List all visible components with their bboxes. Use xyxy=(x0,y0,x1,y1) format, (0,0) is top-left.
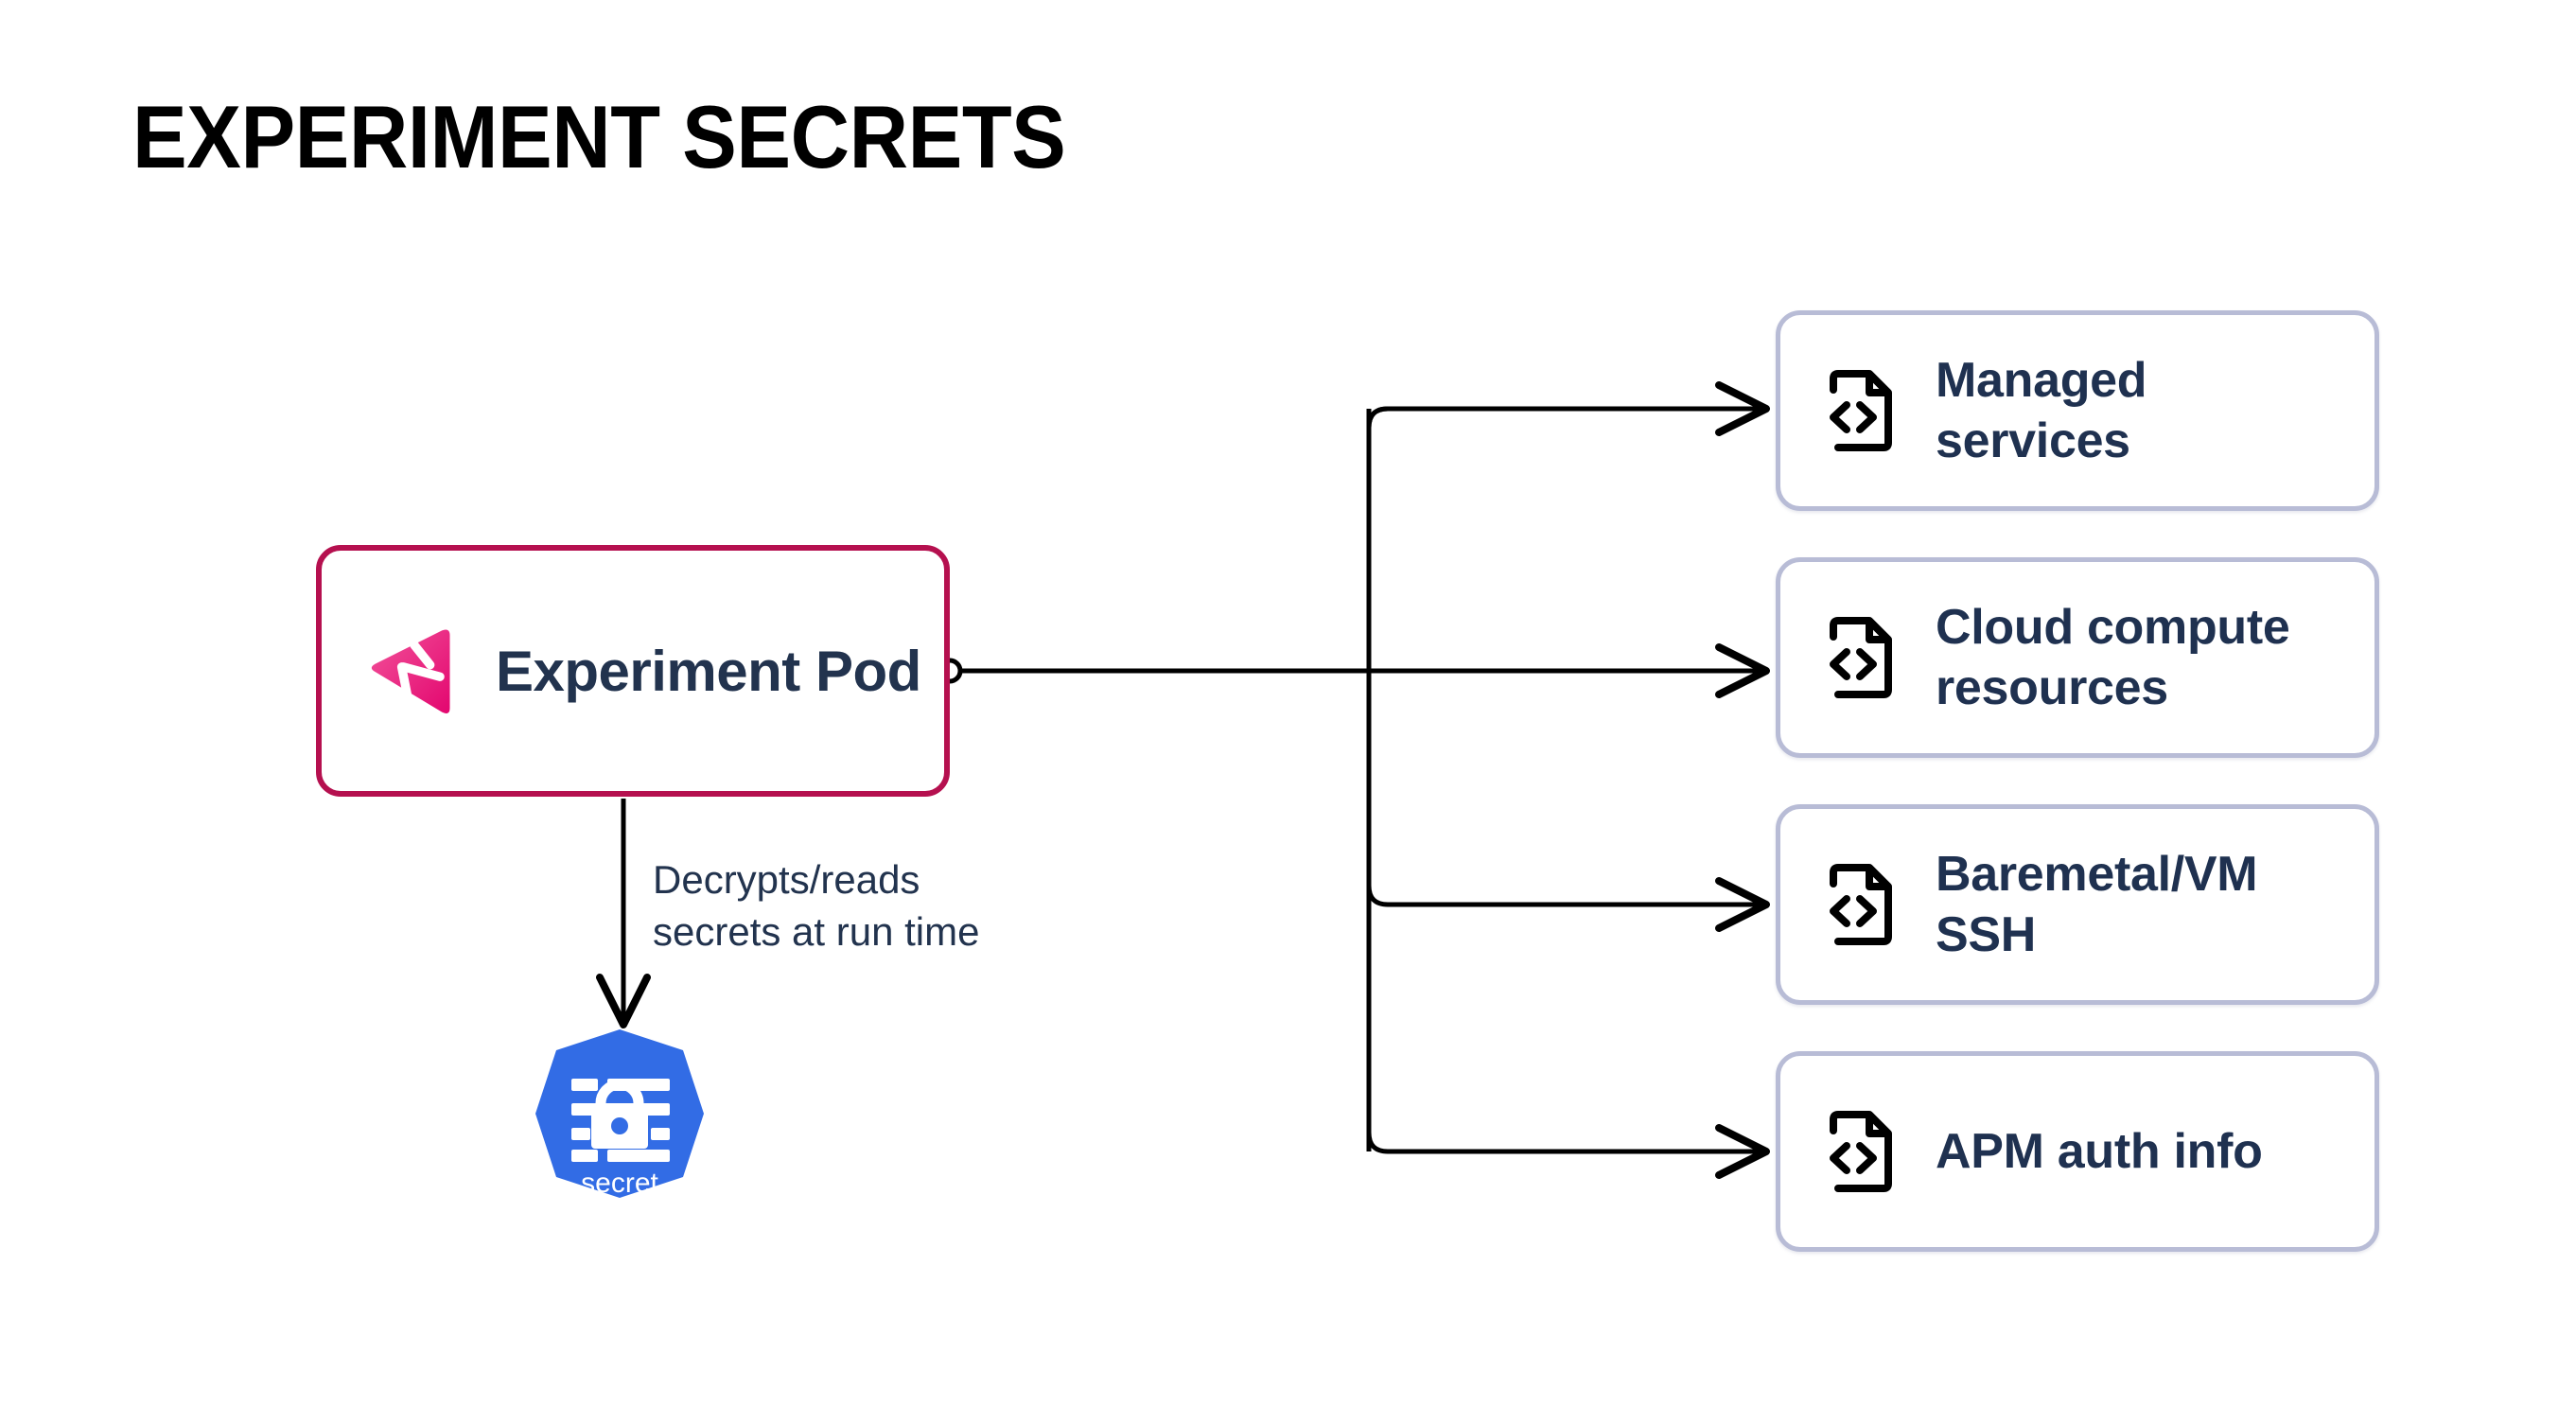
edge-to-managed-services xyxy=(1366,381,1770,436)
edge-to-baremetal-ssh xyxy=(1366,877,1770,932)
secret-label: secret xyxy=(581,1168,658,1199)
experiment-pod-node[interactable]: Experiment Pod xyxy=(316,545,950,797)
file-code-icon xyxy=(1830,1111,1892,1192)
card-label-line1: Managed xyxy=(1936,352,2147,408)
card-label-line1: Cloud compute xyxy=(1936,599,2290,655)
card-label-line1: Baremetal/VM xyxy=(1936,846,2258,902)
card-label-line2: SSH xyxy=(1936,907,2037,962)
card-label-line1: APM auth info xyxy=(1936,1123,2263,1179)
kubernetes-secret-node[interactable]: secret xyxy=(532,1026,708,1221)
card-label: Managed services xyxy=(1936,350,2147,472)
page-title: EXPERIMENT SECRETS xyxy=(132,87,1066,186)
card-label-line2: resources xyxy=(1936,660,2168,715)
card-label: Cloud compute resources xyxy=(1936,597,2290,719)
file-code-icon xyxy=(1830,370,1892,451)
file-code-icon xyxy=(1830,864,1892,945)
edge-annotation-line1: Decrypts/reads xyxy=(653,857,920,902)
file-code-icon xyxy=(1830,617,1892,698)
experiment-pod-label: Experiment Pod xyxy=(496,639,921,703)
card-label: APM auth info xyxy=(1936,1121,2263,1182)
target-card-apm-auth-info[interactable]: APM auth info xyxy=(1776,1051,2379,1252)
target-card-baremetal-vm-ssh[interactable]: Baremetal/VM SSH xyxy=(1776,804,2379,1005)
target-card-cloud-compute-resources[interactable]: Cloud compute resources xyxy=(1776,557,2379,758)
target-card-managed-services[interactable]: Managed services xyxy=(1776,310,2379,511)
gremlin-logo xyxy=(371,629,450,714)
spine-top-corner xyxy=(1366,406,1389,429)
kubernetes-secret-icon: secret xyxy=(535,1029,704,1199)
edge-to-apm-auth xyxy=(1366,1124,1770,1179)
card-label: Baremetal/VM SSH xyxy=(1936,844,2258,966)
card-label-line2: services xyxy=(1936,413,2130,468)
edge-annotation: Decrypts/reads secrets at run time xyxy=(653,853,1060,958)
edge-annotation-line2: secrets at run time xyxy=(653,909,980,955)
